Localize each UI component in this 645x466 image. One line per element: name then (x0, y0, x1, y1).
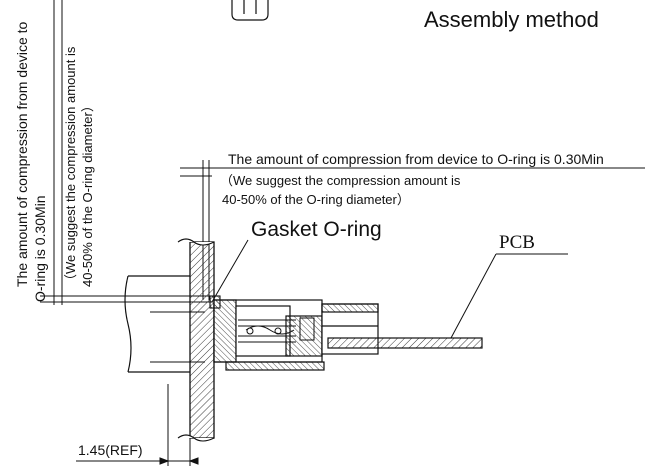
ref-dimension-label: 1.45(REF) (78, 442, 143, 458)
left-extension-lines (53, 0, 63, 305)
connector-pins (238, 319, 296, 343)
ref-dimension (76, 384, 199, 466)
top-bracket (231, 0, 269, 21)
alignment-lines (40, 295, 212, 363)
compression-note-horizontal: The amount of compression from device to… (228, 151, 604, 167)
left-device (124, 275, 190, 373)
compression-note-vertical-line1: The amount of compression from device to (14, 21, 30, 287)
pcb-label: PCB (499, 232, 535, 253)
pcb-leader (450, 253, 568, 339)
gasket-leader (211, 239, 249, 303)
enclosure-wall (177, 238, 215, 442)
page-title: Assembly method (424, 7, 599, 32)
compression-note-vertical-line2: O-ring is 0.30Min (32, 195, 48, 302)
suggestion-note-horizontal-line2: 40-50% of the O-ring diameter） (222, 192, 410, 207)
connector-body (213, 299, 379, 371)
pcb-board (327, 337, 483, 349)
suggestion-note-vertical-line2: 40-50% of the O-ring diameter） (80, 99, 95, 287)
suggestion-note-vertical-line1: （We suggest the compression amount is (63, 46, 78, 287)
gasket-label: Gasket O-ring (251, 218, 382, 241)
suggestion-note-horizontal-line1: （We suggest the compression amount is (220, 173, 461, 188)
